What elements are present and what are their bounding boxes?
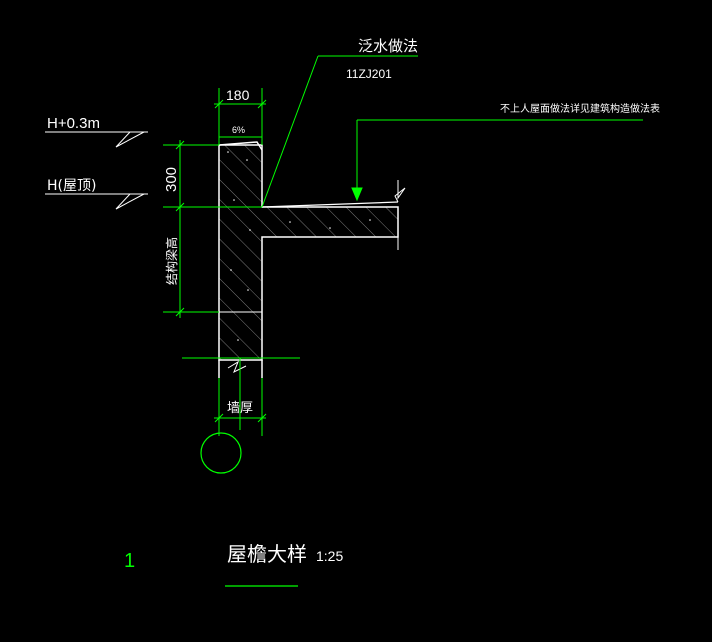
- slope-label: 6%: [232, 125, 245, 135]
- detail-scale: 1:25: [316, 548, 343, 564]
- axis-bubble: [200, 432, 242, 474]
- level-upper-label: H+0.3m: [47, 115, 100, 132]
- dim-height: 300: [163, 167, 180, 192]
- wall-thickness-label: 墙厚: [227, 401, 253, 416]
- level-markers: [45, 131, 148, 210]
- detail-title: 屋檐大样: [227, 542, 307, 566]
- dimension-lines: [163, 88, 300, 436]
- axis-number: 1: [124, 550, 135, 572]
- concrete-section: [218, 141, 406, 378]
- level-roof-label: H(屋顶): [47, 178, 96, 194]
- callout-ref: 11ZJ201: [346, 67, 392, 81]
- beam-height-label: 结构梁高: [164, 237, 179, 285]
- callout-title: 泛水做法: [358, 37, 418, 55]
- leader-lines: [261, 55, 643, 208]
- dim-width-top: 180: [226, 87, 250, 103]
- roof-note: 不上人屋面做法详见建筑构造做法表: [500, 102, 660, 115]
